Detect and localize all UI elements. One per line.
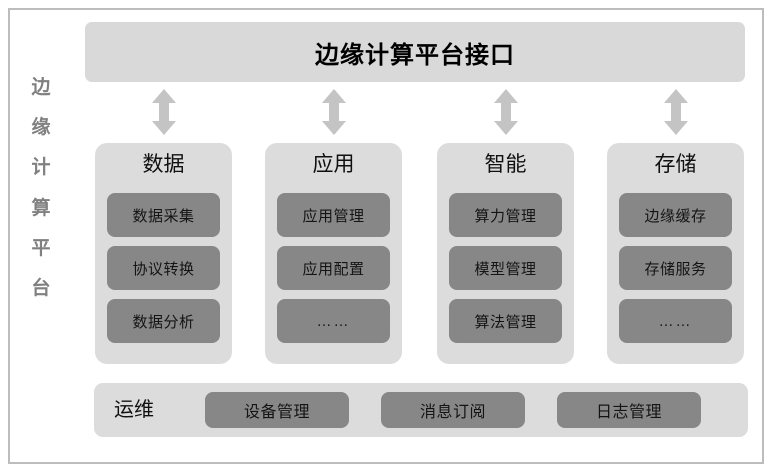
double-headed-vertical-arrow-icon-0: [151, 89, 177, 135]
capability-column-application: 应用 应用管理 应用配置 ……: [265, 143, 402, 364]
column-item[interactable]: ……: [277, 299, 390, 343]
column-item[interactable]: 算力管理: [449, 193, 562, 237]
column-title: 存储: [654, 153, 697, 176]
operations-item[interactable]: 日志管理: [557, 392, 701, 428]
capability-column-storage: 存储 边缘缓存 存储服务 ……: [607, 143, 744, 364]
double-headed-vertical-arrow-icon-2: [493, 89, 519, 135]
side-label-char-0: 边: [31, 77, 51, 98]
capability-column-intelligence: 智能 算力管理 模型管理 算法管理: [437, 143, 574, 364]
column-item-list: 算力管理 模型管理 算法管理: [449, 193, 562, 343]
column-item[interactable]: 数据采集: [107, 193, 220, 237]
column-item[interactable]: 边缘缓存: [619, 193, 732, 237]
platform-interface-title: 边缘计算平台接口: [315, 41, 515, 69]
platform-interface-bar: 边缘计算平台接口: [85, 22, 745, 82]
side-label-char-5: 台: [31, 277, 51, 299]
column-item[interactable]: 存储服务: [619, 246, 732, 290]
column-item[interactable]: 数据分析: [107, 299, 220, 343]
side-label-char-4: 平: [31, 237, 51, 259]
column-item[interactable]: 应用管理: [277, 193, 390, 237]
column-title: 数据: [142, 153, 185, 176]
double-headed-vertical-arrow-icon-3: [663, 89, 689, 135]
column-item[interactable]: ……: [619, 299, 732, 343]
column-item-list: 边缘缓存 存储服务 ……: [619, 193, 732, 343]
column-title: 智能: [484, 153, 527, 176]
operations-bar: 运维 设备管理 消息订阅 日志管理: [94, 383, 748, 437]
operations-item[interactable]: 设备管理: [205, 392, 349, 428]
column-item[interactable]: 算法管理: [449, 299, 562, 343]
column-item-list: 应用管理 应用配置 ……: [277, 193, 390, 343]
side-label-char-1: 缘: [31, 117, 51, 139]
column-item[interactable]: 协议转换: [107, 246, 220, 290]
side-label-char-2: 计: [31, 157, 51, 179]
column-item-list: 数据采集 协议转换 数据分析: [107, 193, 220, 343]
column-item[interactable]: 应用配置: [277, 246, 390, 290]
column-title: 应用: [312, 153, 355, 176]
double-headed-vertical-arrow-icon-1: [321, 89, 347, 135]
operations-label: 运维: [114, 399, 154, 421]
column-item[interactable]: 模型管理: [449, 246, 562, 290]
capability-column-data: 数据 数据采集 协议转换 数据分析: [95, 143, 232, 364]
operations-item[interactable]: 消息订阅: [381, 392, 525, 428]
side-label-char-3: 算: [31, 197, 51, 219]
platform-side-label: 边 缘 计 算 平 台: [24, 78, 58, 298]
